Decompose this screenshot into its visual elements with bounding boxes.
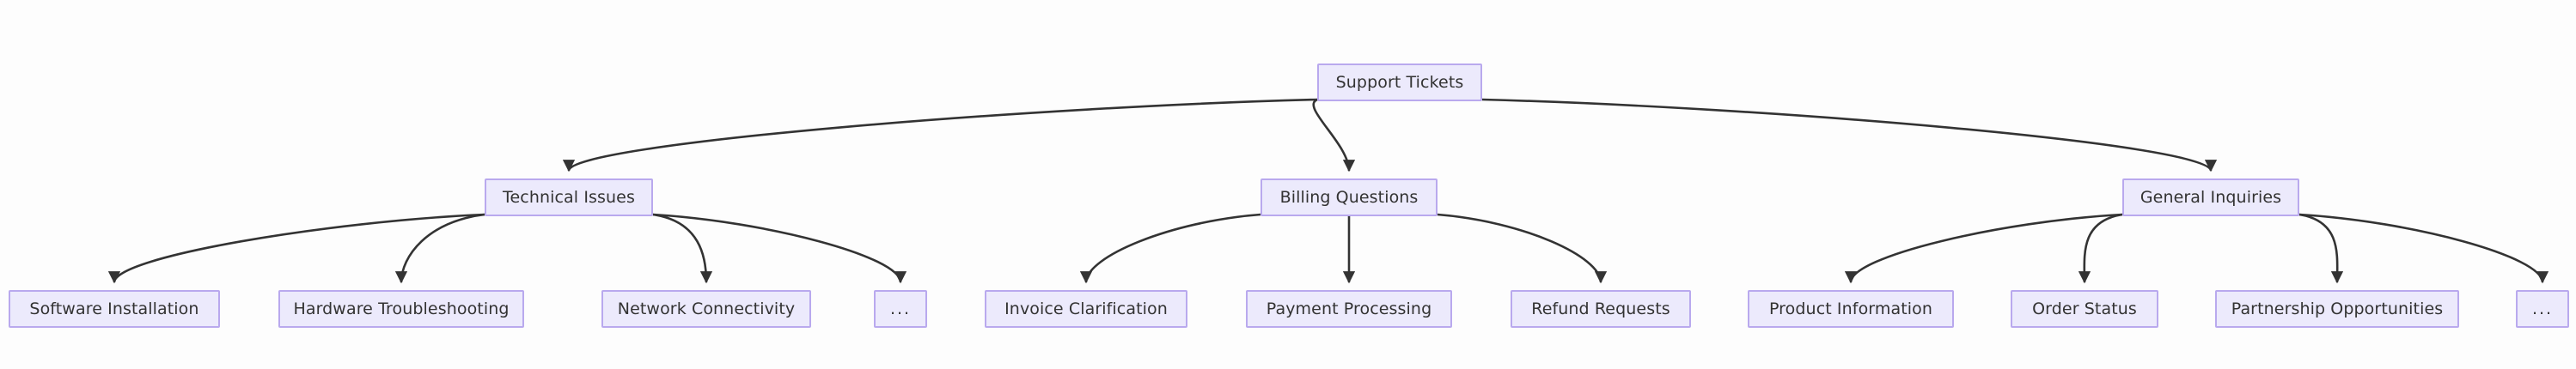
node-label: Technical Issues <box>503 187 635 207</box>
edge-technical-to-network <box>652 213 713 284</box>
node-payment[interactable]: Payment Processing <box>1246 290 1452 328</box>
edge-general-to-partnership <box>2298 213 2344 284</box>
edge-root-to-billing <box>1312 98 1356 172</box>
node-billing[interactable]: Billing Questions <box>1261 178 1438 216</box>
edge-general-to-order <box>2078 213 2123 284</box>
node-refund[interactable]: Refund Requests <box>1511 290 1691 328</box>
node-label: Partnership Opportunities <box>2231 299 2444 318</box>
edge-root-to-technical <box>563 98 1318 172</box>
node-technical[interactable]: Technical Issues <box>485 178 653 216</box>
node-label: Billing Questions <box>1279 187 1419 207</box>
edge-general-to-product <box>1844 213 2123 284</box>
edge-general-to-general-more <box>2298 213 2549 284</box>
node-label: Network Connectivity <box>617 299 796 318</box>
node-software[interactable]: Software Installation <box>9 290 220 328</box>
edge-technical-to-tech-more <box>652 213 907 284</box>
node-label: Hardware Troubleshooting <box>293 299 510 318</box>
edge-billing-to-refund <box>1437 213 1608 284</box>
node-label: Support Tickets <box>1335 72 1464 92</box>
node-general[interactable]: General Inquiries <box>2122 178 2299 216</box>
edge-billing-to-invoice <box>1079 213 1261 284</box>
node-label: Product Information <box>1768 299 1933 318</box>
edge-root-to-general <box>1481 98 2217 172</box>
node-network[interactable]: Network Connectivity <box>601 290 811 328</box>
node-label: ... <box>889 299 912 318</box>
node-label: General Inquiries <box>2140 187 2282 207</box>
node-label: Invoice Clarification <box>1004 299 1168 318</box>
node-tech-more[interactable]: ... <box>874 290 927 328</box>
node-label: Payment Processing <box>1266 299 1432 318</box>
edge-technical-to-hardware <box>394 213 485 284</box>
node-partnership[interactable]: Partnership Opportunities <box>2215 290 2459 328</box>
node-product[interactable]: Product Information <box>1748 290 1954 328</box>
node-order[interactable]: Order Status <box>2011 290 2158 328</box>
node-hardware[interactable]: Hardware Troubleshooting <box>278 290 524 328</box>
node-label: Software Installation <box>29 299 199 318</box>
node-label: Refund Requests <box>1531 299 1670 318</box>
node-general-more[interactable]: ... <box>2516 290 2569 328</box>
node-invoice[interactable]: Invoice Clarification <box>985 290 1187 328</box>
edge-technical-to-software <box>107 213 485 284</box>
node-label: ... <box>2531 299 2554 318</box>
node-label: Order Status <box>2032 299 2137 318</box>
node-root[interactable]: Support Tickets <box>1317 64 1482 101</box>
